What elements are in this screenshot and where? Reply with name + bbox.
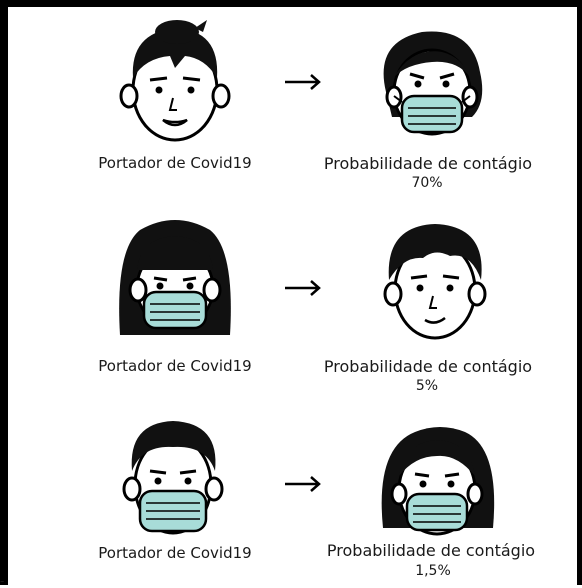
carrier-face-unmasked-man [119, 20, 231, 142]
outcome-label-2: Probabilidade de contágio [323, 357, 533, 376]
outcome-value-3: 1,5% [415, 563, 451, 579]
arrow-right-icon [285, 476, 321, 492]
contact-face-masked-woman [383, 31, 483, 136]
contact-face-masked-woman [381, 427, 495, 536]
footer-mark: - [0, 574, 5, 588]
carrier-face-masked-woman [119, 220, 231, 335]
outcome-value-1: 70% [411, 175, 443, 191]
carrier-face-masked-man [122, 421, 224, 535]
carrier-label-2: Portador de Covid19 [98, 357, 252, 375]
outcome-label-1: Probabilidade de contágio [323, 154, 533, 173]
outcome-value-2: 5% [415, 378, 439, 394]
arrow-right-icon [285, 280, 321, 296]
contact-face-unmasked-man [383, 224, 487, 340]
carrier-label-1: Portador de Covid19 [98, 154, 252, 172]
outcome-label-3: Probabilidade de contágio [326, 541, 536, 560]
arrow-right-icon [285, 74, 321, 90]
carrier-label-3: Portador de Covid19 [98, 544, 252, 562]
